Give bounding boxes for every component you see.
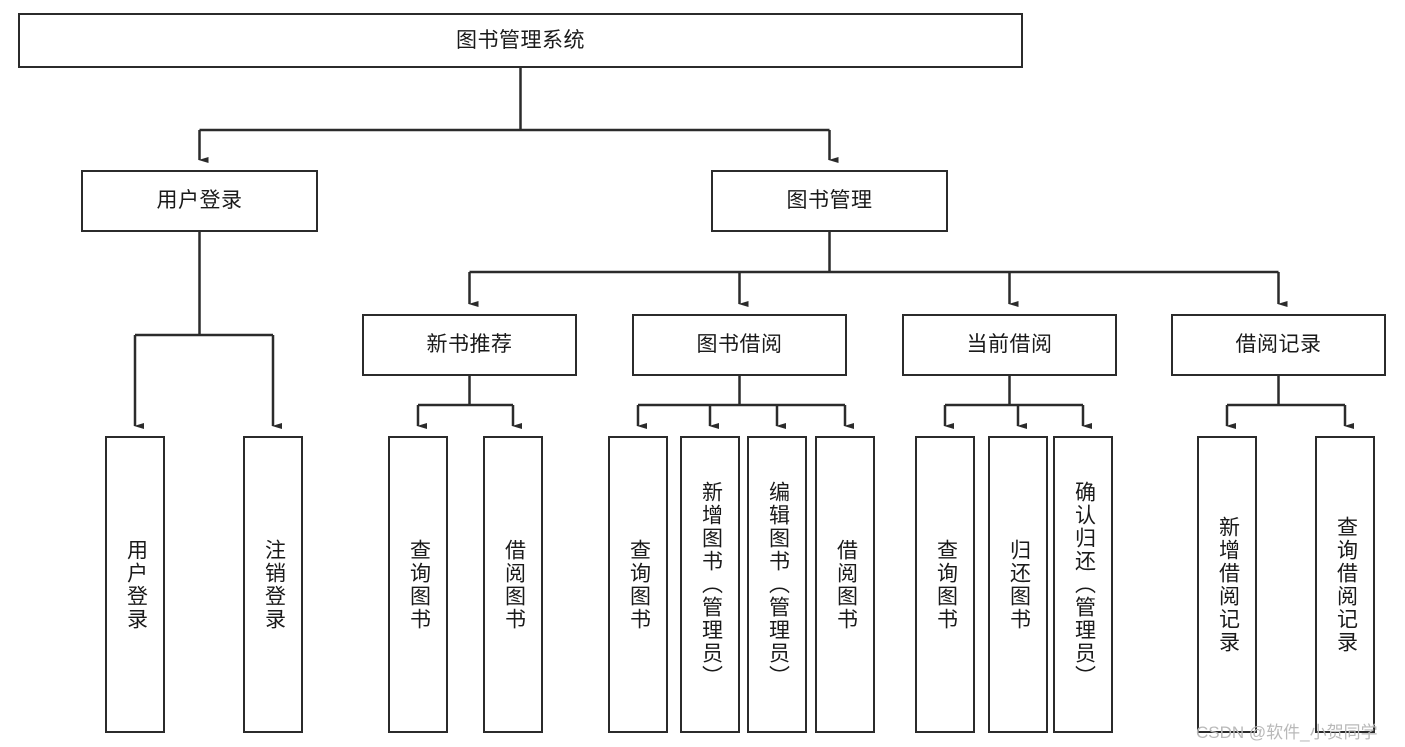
node-label-leaf-query-book-rec: 查询图书	[407, 538, 431, 631]
node-current-borrow[interactable]: 当前借阅	[902, 314, 1117, 376]
watermark-text: CSDN @软件_小贺同学	[1196, 723, 1378, 742]
node-leaf-add-book[interactable]: 新增图书（管理员）	[680, 436, 740, 733]
connector-lines	[133, 68, 1354, 429]
node-label-leaf-query-book-borrow: 查询图书	[627, 538, 651, 631]
node-book-borrow[interactable]: 图书借阅	[632, 314, 847, 376]
node-leaf-user-logout[interactable]: 注销登录	[243, 436, 303, 733]
node-book-manage[interactable]: 图书管理	[711, 170, 948, 232]
node-leaf-query-record[interactable]: 查询借阅记录	[1315, 436, 1375, 733]
node-leaf-query-book-cur[interactable]: 查询图书	[915, 436, 975, 733]
node-label-leaf-confirm-return: 确认归还（管理员）	[1072, 481, 1096, 688]
node-label-leaf-user-logout: 注销登录	[262, 538, 286, 631]
node-leaf-user-login[interactable]: 用户登录	[105, 436, 165, 733]
node-leaf-borrow-book[interactable]: 借阅图书	[815, 436, 875, 733]
node-leaf-edit-book[interactable]: 编辑图书（管理员）	[747, 436, 807, 733]
node-leaf-query-book-borrow[interactable]: 查询图书	[608, 436, 668, 733]
node-leaf-borrow-book-rec[interactable]: 借阅图书	[483, 436, 543, 733]
node-label-new-book-rec: 新书推荐	[426, 333, 513, 357]
node-new-book-rec[interactable]: 新书推荐	[362, 314, 577, 376]
node-label-book-manage: 图书管理	[786, 189, 873, 213]
node-label-book-borrow: 图书借阅	[696, 333, 783, 357]
node-label-leaf-add-book: 新增图书（管理员）	[699, 481, 723, 688]
node-label-leaf-return-book: 归还图书	[1007, 538, 1031, 631]
node-label-leaf-user-login: 用户登录	[124, 538, 148, 631]
node-label-root: 图书管理系统	[456, 28, 585, 52]
node-root[interactable]: 图书管理系统	[18, 13, 1023, 68]
node-borrow-record[interactable]: 借阅记录	[1171, 314, 1386, 376]
node-label-leaf-query-record: 查询借阅记录	[1334, 515, 1358, 654]
node-label-leaf-edit-book: 编辑图书（管理员）	[766, 481, 790, 688]
node-label-user-login: 用户登录	[156, 189, 243, 213]
node-leaf-query-book-rec[interactable]: 查询图书	[388, 436, 448, 733]
node-label-leaf-add-record: 新增借阅记录	[1216, 515, 1240, 654]
node-label-current-borrow: 当前借阅	[966, 333, 1053, 357]
node-leaf-return-book[interactable]: 归还图书	[988, 436, 1048, 733]
node-label-borrow-record: 借阅记录	[1235, 333, 1322, 357]
node-leaf-add-record[interactable]: 新增借阅记录	[1197, 436, 1257, 733]
node-user-login[interactable]: 用户登录	[81, 170, 318, 232]
node-label-leaf-borrow-book: 借阅图书	[834, 538, 858, 631]
node-label-leaf-query-book-cur: 查询图书	[934, 538, 958, 631]
node-label-leaf-borrow-book-rec: 借阅图书	[502, 538, 526, 631]
node-leaf-confirm-return[interactable]: 确认归还（管理员）	[1053, 436, 1113, 733]
